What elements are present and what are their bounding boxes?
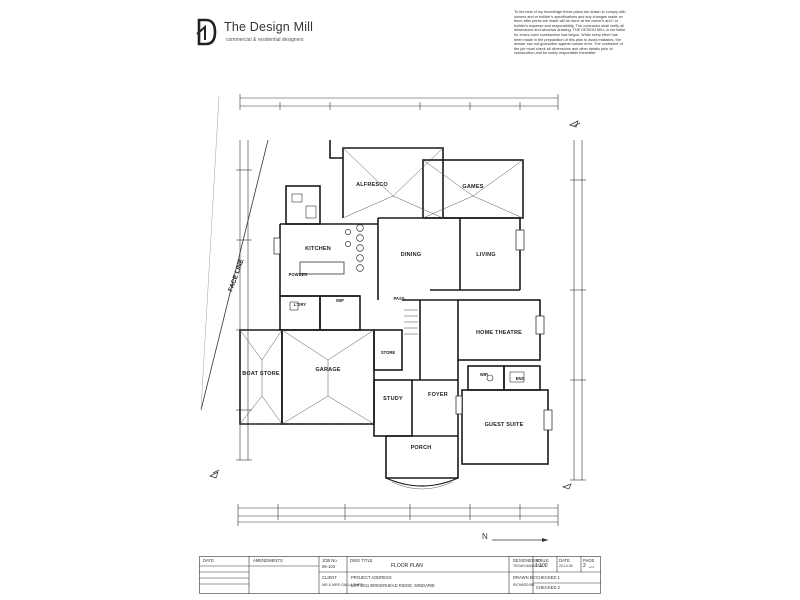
tb-designed-by: TEGAN NANSCOA	[513, 564, 543, 568]
tb-client: MR & MRS GALLAGHER	[322, 583, 363, 587]
disclaimer-text: To the best of my knowledge these plans …	[514, 10, 626, 56]
room-guest-suite: GUEST SUITE	[485, 422, 524, 428]
tb-date-label: DATE	[559, 558, 570, 563]
tb-checked-1: CHECKED 1	[536, 575, 560, 580]
company-name: The Design Mill	[224, 20, 314, 34]
tb-drawn-by-label: DRAWN BY:	[513, 575, 537, 580]
tb-amendments-header: AMENDMENTS	[253, 558, 283, 563]
tb-date-header: DATE	[203, 558, 214, 563]
room-foyer: FOYER	[428, 392, 448, 398]
room-living: LIVING	[476, 252, 496, 258]
tb-address-label: PROJECT ADDRESS	[351, 575, 392, 580]
tb-page: 2	[583, 563, 586, 569]
tb-date: 20-10-06	[559, 564, 573, 568]
title-block: DATE AMENDMENTS JOB No. 06-103 DWG TITLE…	[199, 556, 601, 594]
company-tagline: commercial & residential designers	[226, 37, 304, 43]
tb-page-of: of 4	[589, 565, 595, 569]
room-powder: POWDER	[289, 272, 308, 277]
room-study: STUDY	[383, 396, 403, 402]
tb-dwg-title-label: DWG TITLE	[350, 558, 373, 563]
tb-checked-2: CHECKED 2	[536, 585, 560, 590]
north-label: N	[482, 532, 488, 541]
tb-scale-label: SCALE	[535, 558, 549, 563]
north-arrow-icon	[542, 538, 548, 542]
room-dining: DINING	[401, 252, 421, 258]
design-mill-logo-icon	[196, 18, 217, 46]
room-alfresco: ALFRESCO	[356, 182, 388, 188]
tb-scale: 1:100	[535, 563, 548, 569]
tb-job-no: 06-103	[322, 564, 336, 569]
boundary-label: FACE LINE	[227, 258, 245, 293]
room-wip: WIP	[336, 298, 344, 303]
tb-client-label: CLIENT	[322, 575, 337, 580]
tb-dwg-title: FLOOR PLAN	[391, 563, 423, 569]
room-boat-store: BOAT STORE	[242, 371, 280, 377]
room-kitchen: KITCHEN	[305, 246, 331, 252]
room-home-theatre: HOME THEATRE	[476, 330, 522, 336]
room-garage: GARAGE	[315, 367, 340, 373]
tb-designed-by-label: DESIGNED BY:	[513, 558, 543, 563]
tb-address: LOT 1011 BIRKERHEAD RIDGE, MINDARIE	[351, 583, 435, 588]
title-block-frame	[199, 556, 601, 594]
room-porch: PORCH	[411, 445, 432, 451]
room-wir: WIR	[480, 372, 488, 377]
tb-drawn-by: RICHARD BN	[513, 583, 535, 587]
room-store: STORE	[381, 350, 396, 355]
room-laundry: L'DRY	[294, 302, 306, 307]
room-games: GAMES	[462, 184, 483, 190]
tb-job-no-label: JOB No.	[322, 558, 338, 563]
room-passage: PASS	[393, 296, 404, 301]
tb-page-label: PAGE	[583, 558, 595, 563]
room-ens: ENS	[516, 376, 525, 381]
